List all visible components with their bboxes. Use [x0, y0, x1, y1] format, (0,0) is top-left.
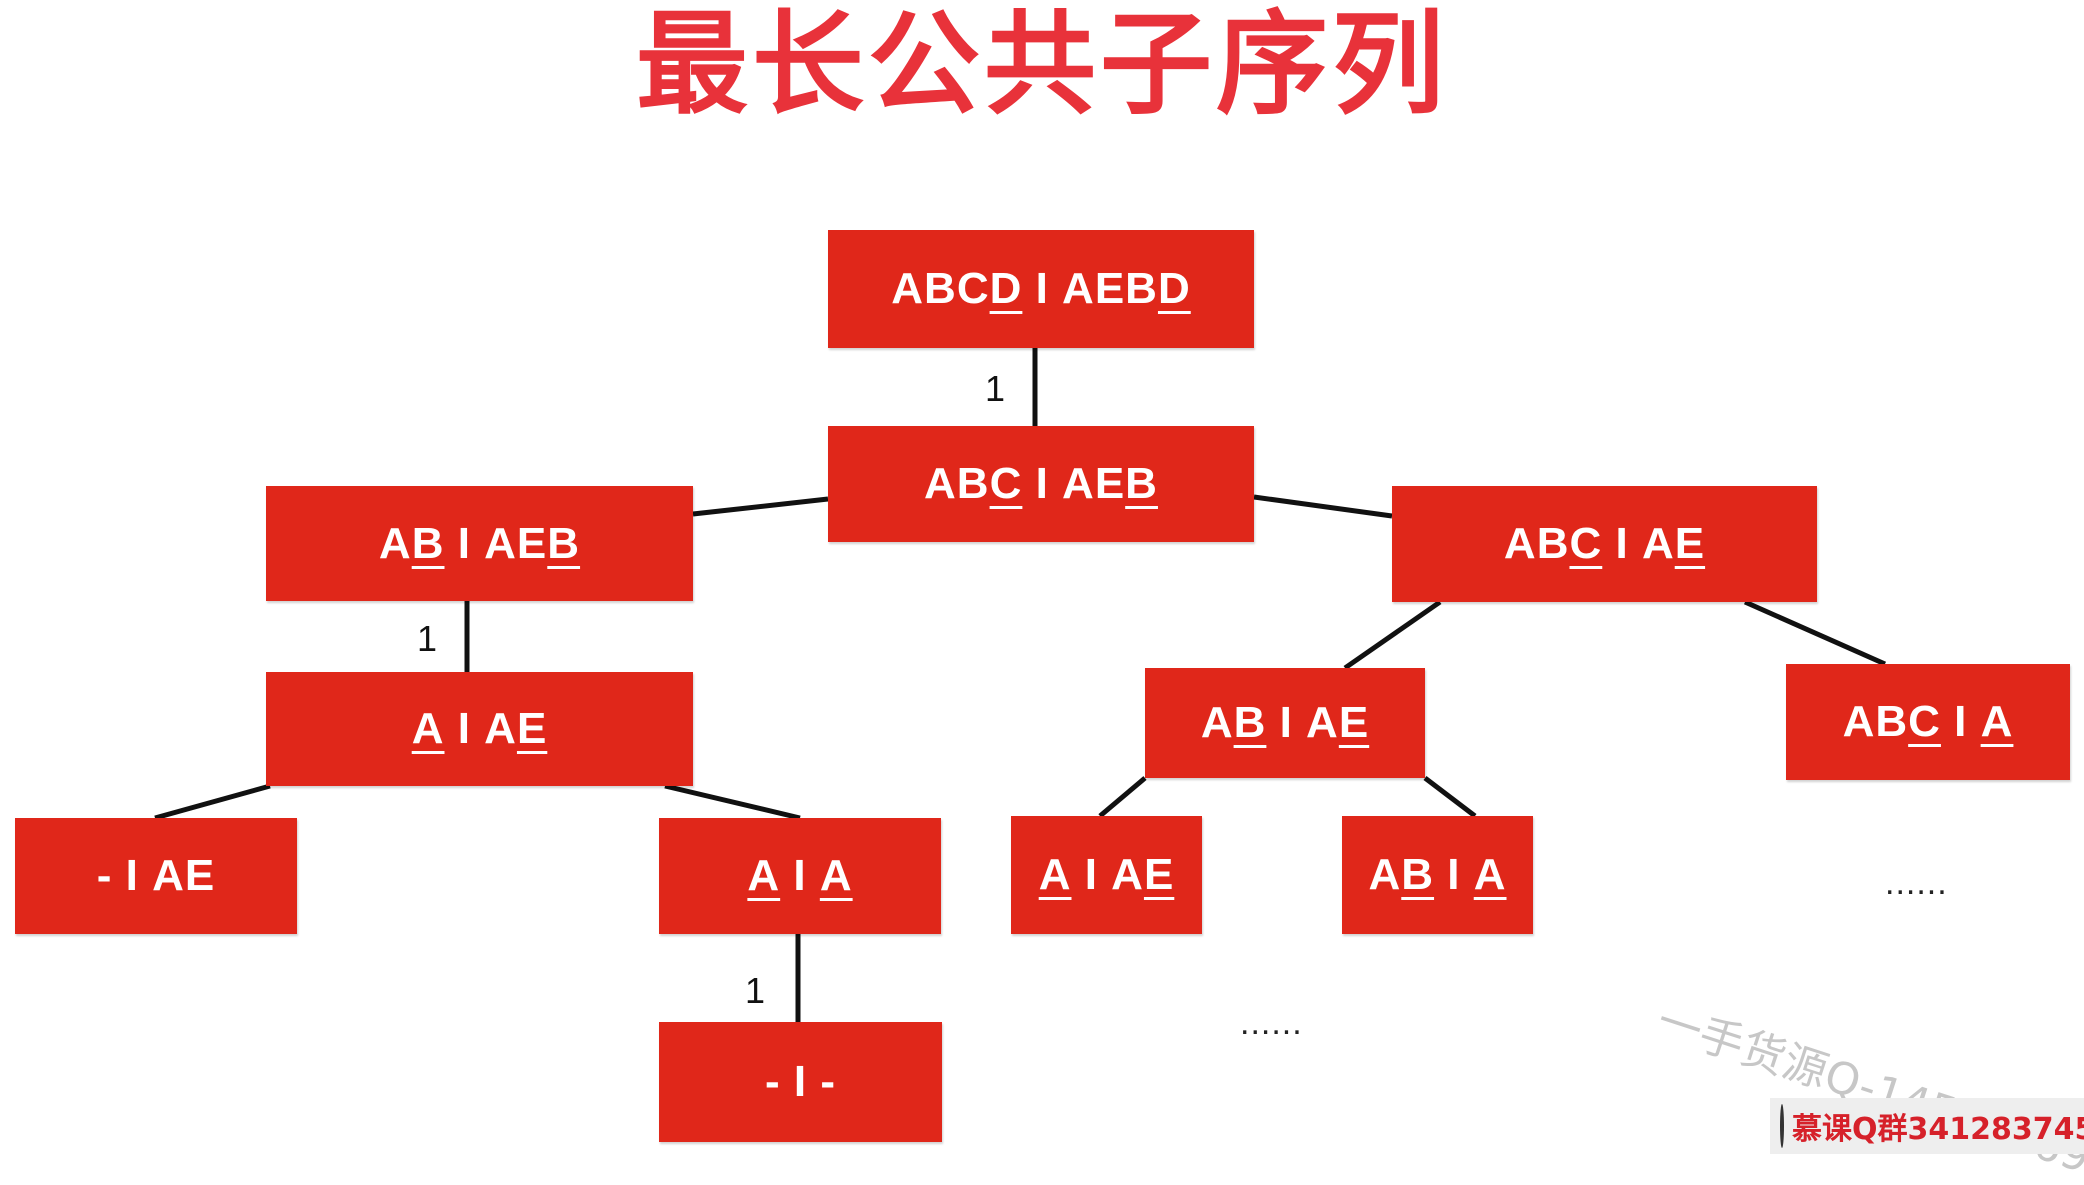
edge-rl-rll [1098, 776, 1147, 818]
node-label-part: A [1473, 850, 1507, 899]
ellipsis-middle: ...... [1240, 1004, 1303, 1042]
node-label-part: E [516, 704, 548, 753]
node-label-part: A [411, 704, 445, 753]
node-label-part: - I - [765, 1057, 836, 1106]
edge-label-llr-llrc: 1 [745, 970, 766, 1011]
edge-right-rr [1743, 599, 1887, 667]
node-label-part: A [1368, 850, 1402, 899]
node-llr: A I A [659, 818, 941, 934]
face-icon [1780, 1104, 1784, 1148]
node-label-part: B [547, 518, 581, 568]
edge-ll-lll [154, 783, 271, 821]
node-label-part: I [1940, 697, 1981, 746]
edge-label-root-l1: 1 [985, 368, 1006, 409]
node-label-part: A [1038, 850, 1072, 899]
edge-right-rl [1343, 599, 1442, 671]
node-label-part: A [378, 518, 412, 568]
qq-group-badge: 慕课Q群341283745 [1770, 1098, 2084, 1154]
node-llrc: - I - [659, 1022, 942, 1142]
node-label-part: B [411, 518, 445, 568]
tree-edges [154, 348, 1887, 1022]
node-label-part: D [989, 264, 1023, 313]
edge-l1-left [692, 496, 829, 517]
node-label-part: ABC [891, 264, 990, 313]
node-lll: - I AE [15, 818, 297, 934]
node-label-part: I A [1602, 519, 1675, 568]
edge-ll-llr [664, 783, 801, 821]
node-label-part: I AEB [1022, 264, 1158, 313]
node-label-part: I [780, 851, 820, 900]
node-label-part: B [1233, 698, 1267, 747]
node-label-part: A [747, 851, 781, 900]
node-label-part: I A [444, 704, 517, 753]
node-label-part: C [1569, 519, 1603, 568]
node-label-part: E [1143, 850, 1175, 899]
node-label-part: I AE [1022, 459, 1126, 508]
node-label-part: AB [924, 459, 990, 508]
node-label-part: A [1980, 697, 2014, 746]
node-label-part: AB [1503, 519, 1570, 568]
node-label-part: B [1401, 850, 1435, 899]
node-label-part: C [989, 459, 1023, 508]
node-label-part: E [1338, 698, 1370, 747]
node-label-part: B [1125, 459, 1158, 508]
node-label-part: AB [1842, 697, 1909, 746]
edge-rl-rlr [1423, 776, 1477, 818]
edge-label-left-ll: 1 [417, 618, 438, 659]
node-label-part: I [1434, 850, 1474, 899]
node-label-part: I A [1071, 850, 1144, 899]
node-label-part: C [1908, 697, 1941, 746]
edge-l1-right [1253, 494, 1393, 519]
ellipsis-right: ...... [1885, 864, 1948, 902]
node-label-part: I AE [444, 518, 548, 568]
node-label-part: I A [1266, 698, 1339, 747]
node-label-part: - I AE [96, 851, 216, 900]
node-label-part: A [819, 851, 853, 900]
badge-text: 慕课Q群341283745 [1792, 1112, 2084, 1147]
node-label-part: E [1674, 519, 1706, 568]
node-label-part: D [1157, 264, 1191, 313]
page-title: 最长公共子序列 [636, 0, 1448, 130]
node-label-part: A [1200, 698, 1234, 747]
